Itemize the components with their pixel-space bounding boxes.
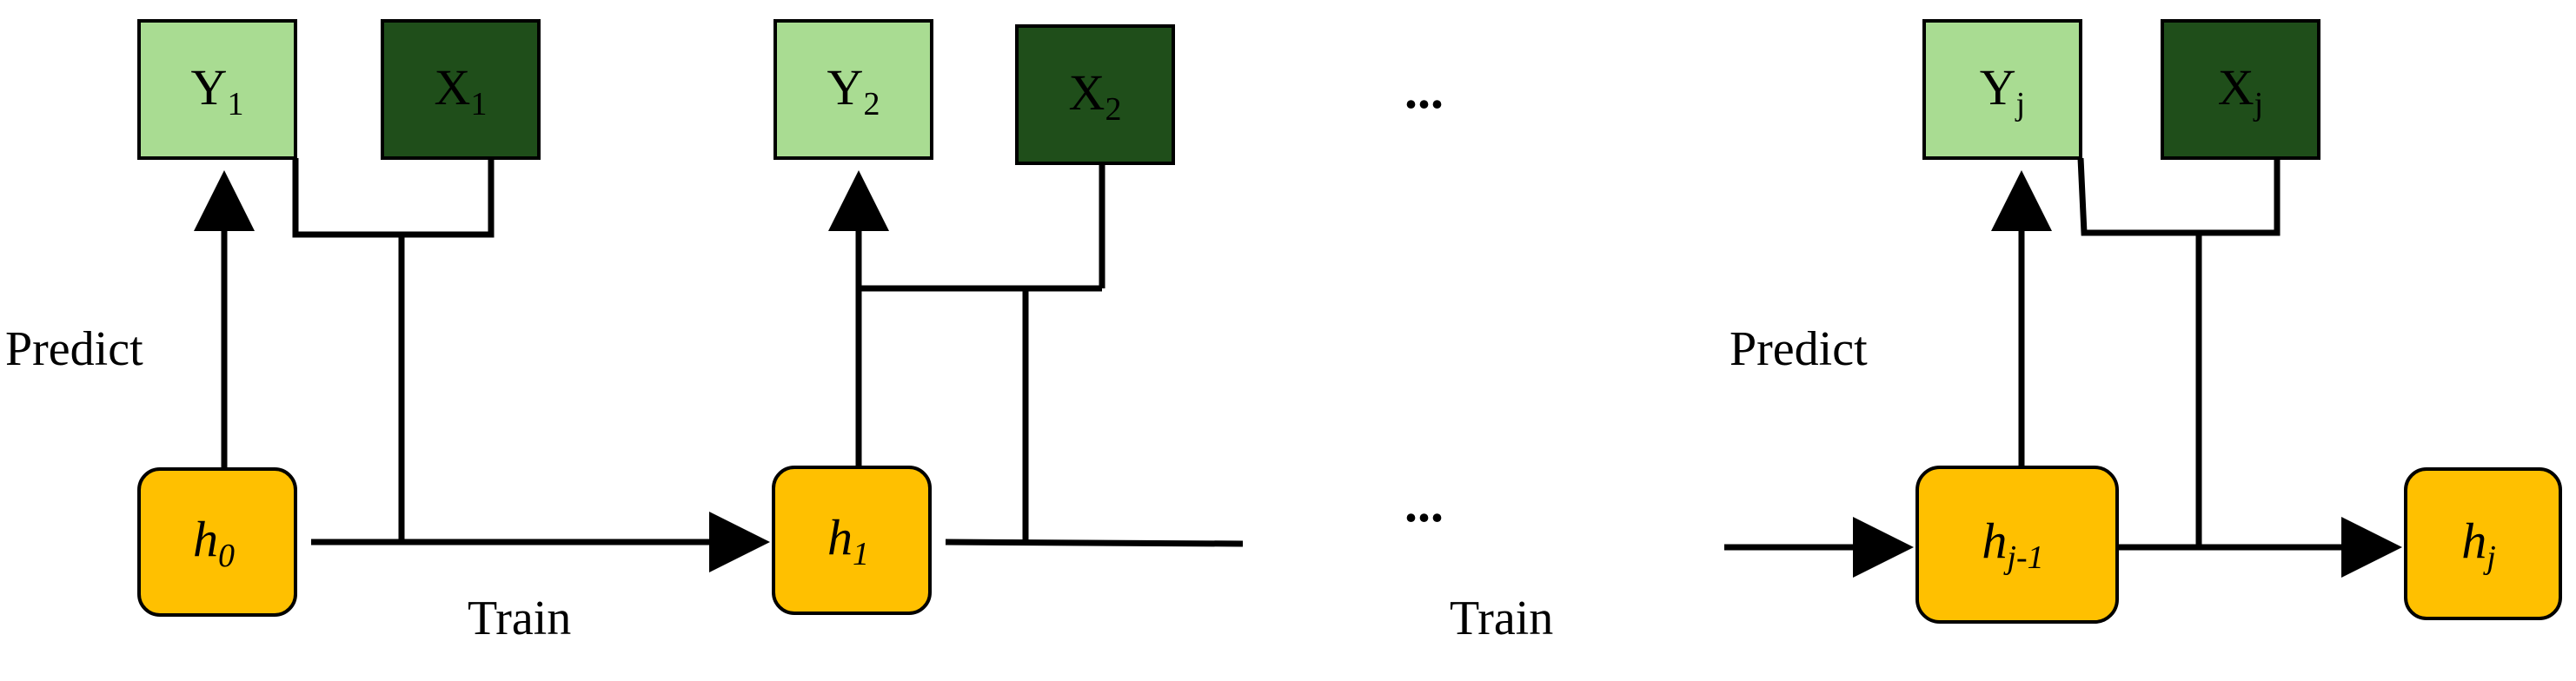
xj-label: Xj [2218, 59, 2263, 122]
y1-x1-bracket [292, 158, 495, 238]
train-label-1: Train [468, 592, 571, 645]
output-box-y1: Y1 [137, 19, 297, 160]
state-box-hj: hj [2404, 467, 2562, 620]
yj-xj-bracket [2077, 157, 2281, 236]
output-box-yj: Yj [1922, 19, 2082, 160]
hj-label: hj [2461, 512, 2496, 576]
connectors [194, 157, 2402, 578]
predict-label-2: Predict [1730, 322, 1868, 376]
h1-label: h1 [827, 509, 869, 572]
input-box-x2: X2 [1015, 24, 1175, 165]
yj-label: Yj [1980, 59, 2025, 122]
state-box-h1: h1 [772, 466, 932, 615]
hj-1-label: hj-1 [1982, 512, 2043, 576]
train-line-2 [945, 539, 1244, 547]
x2-label: X2 [1069, 64, 1122, 128]
state-box-hj-1: hj-1 [1915, 466, 2119, 624]
x1-label: X1 [435, 59, 488, 122]
input-box-x1: X1 [381, 19, 541, 160]
y2-label: Y2 [827, 59, 880, 122]
ellipsis-top: ... [1404, 62, 1444, 119]
predict-label-1: Predict [5, 322, 143, 376]
train-label-2: Train [1450, 592, 1553, 645]
h0-label: h0 [193, 511, 235, 574]
state-box-h0: h0 [137, 467, 297, 617]
output-box-y2: Y2 [773, 19, 933, 160]
ellipsis-bottom: ... [1404, 475, 1444, 532]
input-box-xj: Xj [2161, 19, 2320, 160]
y1-label: Y1 [191, 59, 244, 122]
